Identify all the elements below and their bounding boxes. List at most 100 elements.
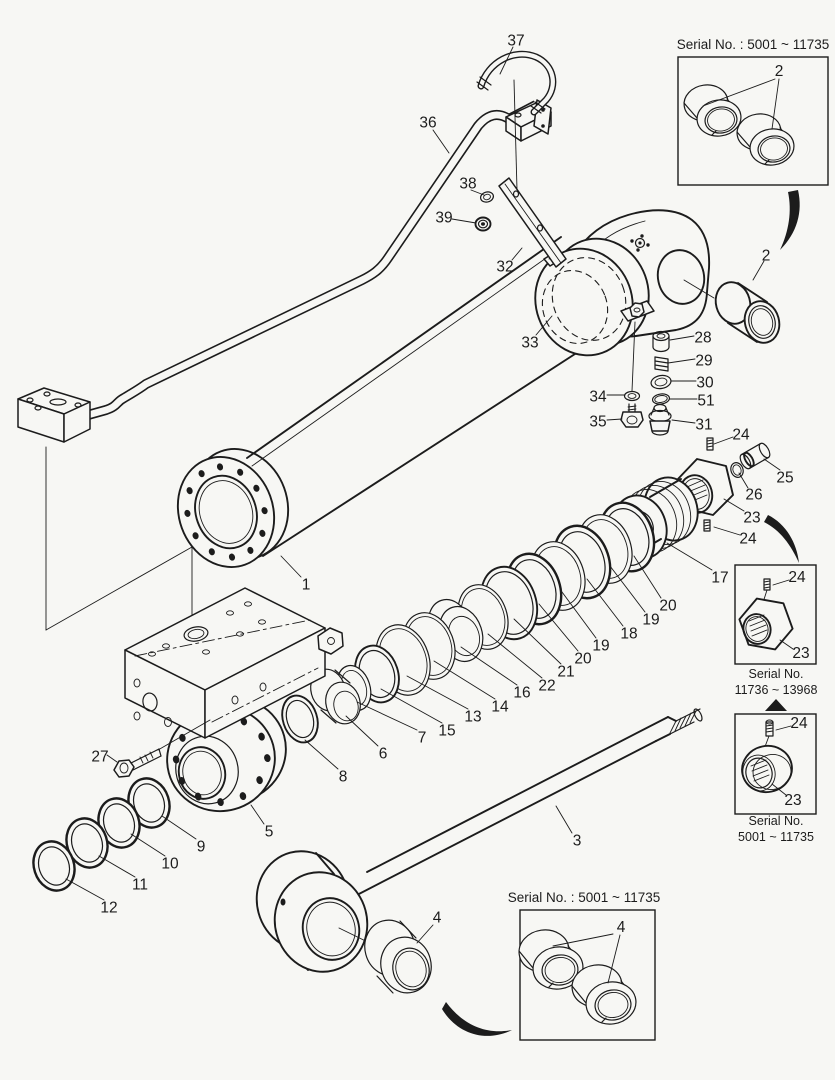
- o-ring-51: [651, 393, 671, 405]
- inset-lower-right-caption1: Serial No.: [749, 814, 804, 828]
- inset-mid-right: 24 23 Serial No. 11736 ~ 13968: [734, 564, 818, 697]
- part-callout-21: 21: [557, 664, 574, 681]
- curved-arrow-bottom: [442, 1002, 512, 1036]
- valve-31: [648, 403, 672, 436]
- part-callout-36: 36: [419, 115, 436, 132]
- inset-top-right-title: Serial No. : 5001 ~ 11735: [677, 37, 829, 52]
- inset-mid-right-caption2: 11736 ~ 13968: [735, 683, 818, 697]
- eye-bore: [656, 249, 706, 305]
- part-callout-33: 33: [521, 335, 538, 352]
- u-bolt: [476, 50, 557, 116]
- part-callout-7: 7: [418, 730, 427, 747]
- tube-flange: [176, 456, 276, 568]
- clamp-nut: [620, 300, 655, 322]
- inset-lower-right-nut-label: 23: [784, 792, 801, 809]
- part-callout-39: 39: [435, 210, 452, 227]
- inset-lower-right-screw-label: 24: [790, 715, 808, 732]
- part-callout-28: 28: [694, 330, 711, 347]
- set-screw-24-top: [706, 437, 714, 451]
- seal-ring-11: [65, 817, 109, 869]
- leader-lines: [65, 46, 781, 944]
- valve-block: [124, 587, 344, 739]
- part-callout-19: 19: [592, 638, 609, 655]
- pivot-bushing-2: [714, 281, 781, 344]
- part-callout-26: 26: [745, 487, 762, 504]
- part-callout-3: 3: [573, 833, 582, 850]
- part-callout-31: 31: [695, 417, 712, 434]
- rod-bushing-4: [364, 919, 432, 994]
- inset-top-right: Serial No. : 5001 ~ 11735 2: [677, 37, 829, 186]
- part-callout-20: 20: [659, 598, 677, 615]
- inset-lower-right: 24 23 Serial No. 5001 ~ 11735: [734, 713, 817, 844]
- bolt-35: [620, 403, 644, 428]
- fitting-28: [652, 330, 670, 353]
- part-callout-29: 29: [695, 353, 712, 370]
- washer-38: [479, 191, 495, 203]
- inset-bushing-a: [683, 84, 742, 137]
- inset-mid-right-caption1: Serial No.: [749, 667, 804, 681]
- u-bolt-guide-line: [513, 79, 518, 191]
- part-callout-24: 24: [732, 427, 750, 444]
- part-callout-34: 34: [589, 389, 607, 406]
- part-callout-22: 22: [538, 678, 555, 695]
- clamp-bolt-guide: [631, 321, 636, 392]
- part-callout-32: 32: [496, 259, 513, 276]
- part-callout-6: 6: [379, 746, 388, 763]
- nut-39: [474, 216, 492, 232]
- curved-arrow-mid: [764, 515, 799, 563]
- hydraulic-pipe: [86, 100, 539, 420]
- inset-mid-right-nut-label: 23: [792, 645, 809, 662]
- pipe-flange-block: [17, 387, 91, 443]
- part-callout-38: 38: [459, 176, 476, 193]
- part-callout-11: 11: [132, 877, 148, 894]
- inset-lower-right-caption2: 5001 ~ 11735: [738, 830, 814, 844]
- spring-29: [654, 356, 669, 372]
- part-callout-5: 5: [265, 824, 274, 841]
- part-callout-51: 51: [697, 393, 714, 410]
- part-callout-17: 17: [711, 570, 728, 587]
- part-callout-35: 35: [589, 414, 606, 431]
- inset-top-right-part-label: 2: [775, 63, 784, 80]
- part-callout-25: 25: [776, 470, 793, 487]
- part-callout-27: 27: [91, 749, 108, 766]
- mounting-guide-lines: [45, 446, 193, 631]
- bracket-strip-32: [498, 177, 567, 268]
- inset-mid-right-screw-label: 24: [788, 569, 806, 586]
- cylinder-tube: [176, 236, 613, 568]
- part-callout-18: 18: [620, 626, 637, 643]
- o-ring-26: [730, 462, 744, 478]
- seal-ring-12: [32, 840, 76, 892]
- grease-fitting: [630, 234, 650, 252]
- part-callout-14: 14: [491, 699, 509, 716]
- inset-bottom: Serial No. : 5001 ~ 11735 4: [508, 890, 660, 1041]
- part-callout-15: 15: [438, 723, 455, 740]
- washer-34: [623, 390, 641, 402]
- ring-30: [650, 374, 672, 390]
- part-callout-12: 12: [100, 900, 117, 917]
- part-callout-13: 13: [464, 709, 481, 726]
- inset-round-nut: [741, 744, 793, 794]
- dowel-pin-25: [739, 442, 771, 470]
- part-callout-23: 23: [743, 510, 760, 527]
- inset-hex-nut: [738, 597, 794, 651]
- seal-ring-10: [97, 797, 141, 849]
- rod-eye: [255, 850, 369, 973]
- curved-arrow-top: [780, 190, 800, 250]
- seal-ring-8: [281, 694, 319, 744]
- bolt-27: [113, 719, 211, 778]
- set-screw-24-bottom: [703, 519, 711, 532]
- part-callout-2: 2: [762, 248, 771, 265]
- piston-rod-3: [354, 708, 703, 897]
- clamp-band: [534, 237, 655, 357]
- part-callout-10: 10: [161, 856, 179, 873]
- part-callout-30: 30: [696, 375, 714, 392]
- part-callout-8: 8: [339, 769, 348, 786]
- part-callout-24: 24: [739, 531, 757, 548]
- block-plug: [317, 627, 344, 655]
- part-callout-19: 19: [642, 612, 659, 629]
- part-callout-20: 20: [574, 651, 592, 668]
- inset-bushing-b: [736, 113, 795, 166]
